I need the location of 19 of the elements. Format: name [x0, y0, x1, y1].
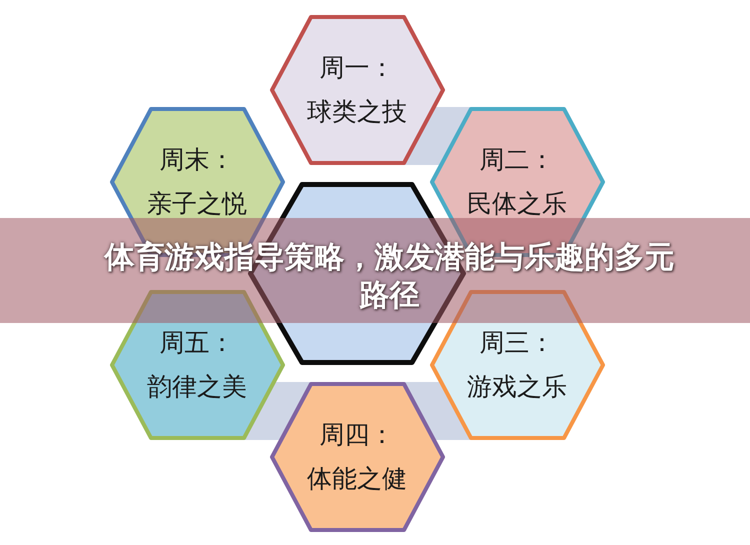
day-heading: 周末：: [160, 145, 234, 175]
day-heading: 周四：: [320, 420, 394, 450]
hexagon: [110, 290, 284, 440]
theme-text: 韵律之美: [147, 372, 247, 402]
day-heading: 周五：: [160, 328, 234, 358]
theme-text: 亲子之悦: [147, 189, 247, 219]
theme-text: 球类之技: [307, 97, 407, 127]
theme-text: 民体之乐: [467, 189, 567, 219]
connector-band: [404, 382, 470, 440]
day-heading: 周二：: [480, 145, 554, 175]
connector-band: [244, 382, 310, 440]
hexagon: [270, 382, 444, 532]
hexagon: [430, 290, 604, 440]
theme-text: 体能之健: [307, 464, 407, 494]
hexagon: [270, 15, 444, 165]
connector-band: [404, 107, 470, 165]
day-heading: 周一：: [320, 53, 394, 83]
theme-text: 游戏之乐: [467, 372, 567, 402]
day-heading: 周三：: [480, 328, 554, 358]
